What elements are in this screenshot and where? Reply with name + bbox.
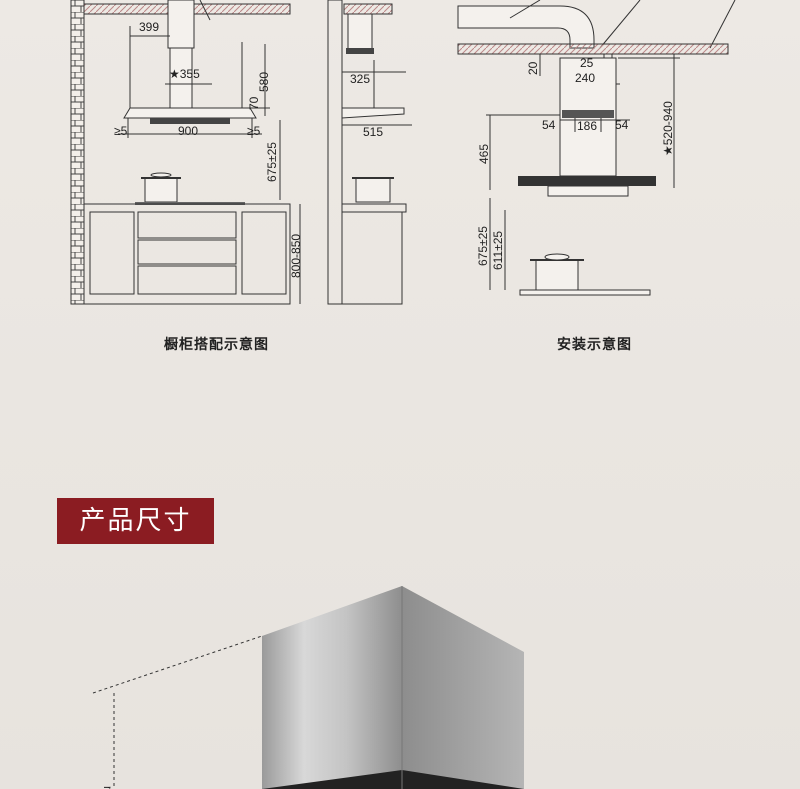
dim-54-left: 54 bbox=[542, 118, 556, 132]
install-caption: 安装示意图 bbox=[557, 337, 632, 353]
dim-900: 900 bbox=[178, 124, 198, 138]
dim-70: 70 bbox=[247, 96, 261, 110]
cabinet-caption: 橱柜搭配示意图 bbox=[164, 337, 269, 353]
dim-520-940: ★520-940 bbox=[661, 101, 675, 156]
dim-186: 186 bbox=[577, 119, 597, 133]
dim-399: 399 bbox=[139, 20, 159, 34]
dim-20: 20 bbox=[526, 61, 540, 75]
dim-25: 25 bbox=[580, 56, 594, 70]
install-diagram bbox=[457, 0, 736, 296]
dim-465: 465 bbox=[477, 144, 491, 164]
dim-240: 240 bbox=[575, 71, 595, 85]
dim-800-850: 800-850 bbox=[289, 234, 303, 278]
dim-675: 675±25 bbox=[265, 142, 279, 182]
brick-wall bbox=[70, 0, 85, 305]
dim-ge5-right: ≥5 bbox=[247, 124, 261, 138]
dim-355: ★355 bbox=[169, 67, 200, 81]
dim-ge5-left: ≥5 bbox=[114, 124, 128, 138]
dim-611: 611±25 bbox=[491, 231, 505, 270]
range-hood-render bbox=[92, 586, 524, 789]
dim-675-install: 675±25 bbox=[476, 226, 490, 266]
section-title-banner: 产品尺寸 bbox=[57, 498, 214, 544]
dim-325: 325 bbox=[350, 72, 370, 86]
dim-515: 515 bbox=[363, 125, 383, 139]
dim-580: 580 bbox=[257, 72, 271, 92]
product-dim-fragment: mm bbox=[101, 786, 115, 789]
cabinet-diagram bbox=[70, 0, 412, 305]
dim-54-right: 54 bbox=[615, 118, 629, 132]
